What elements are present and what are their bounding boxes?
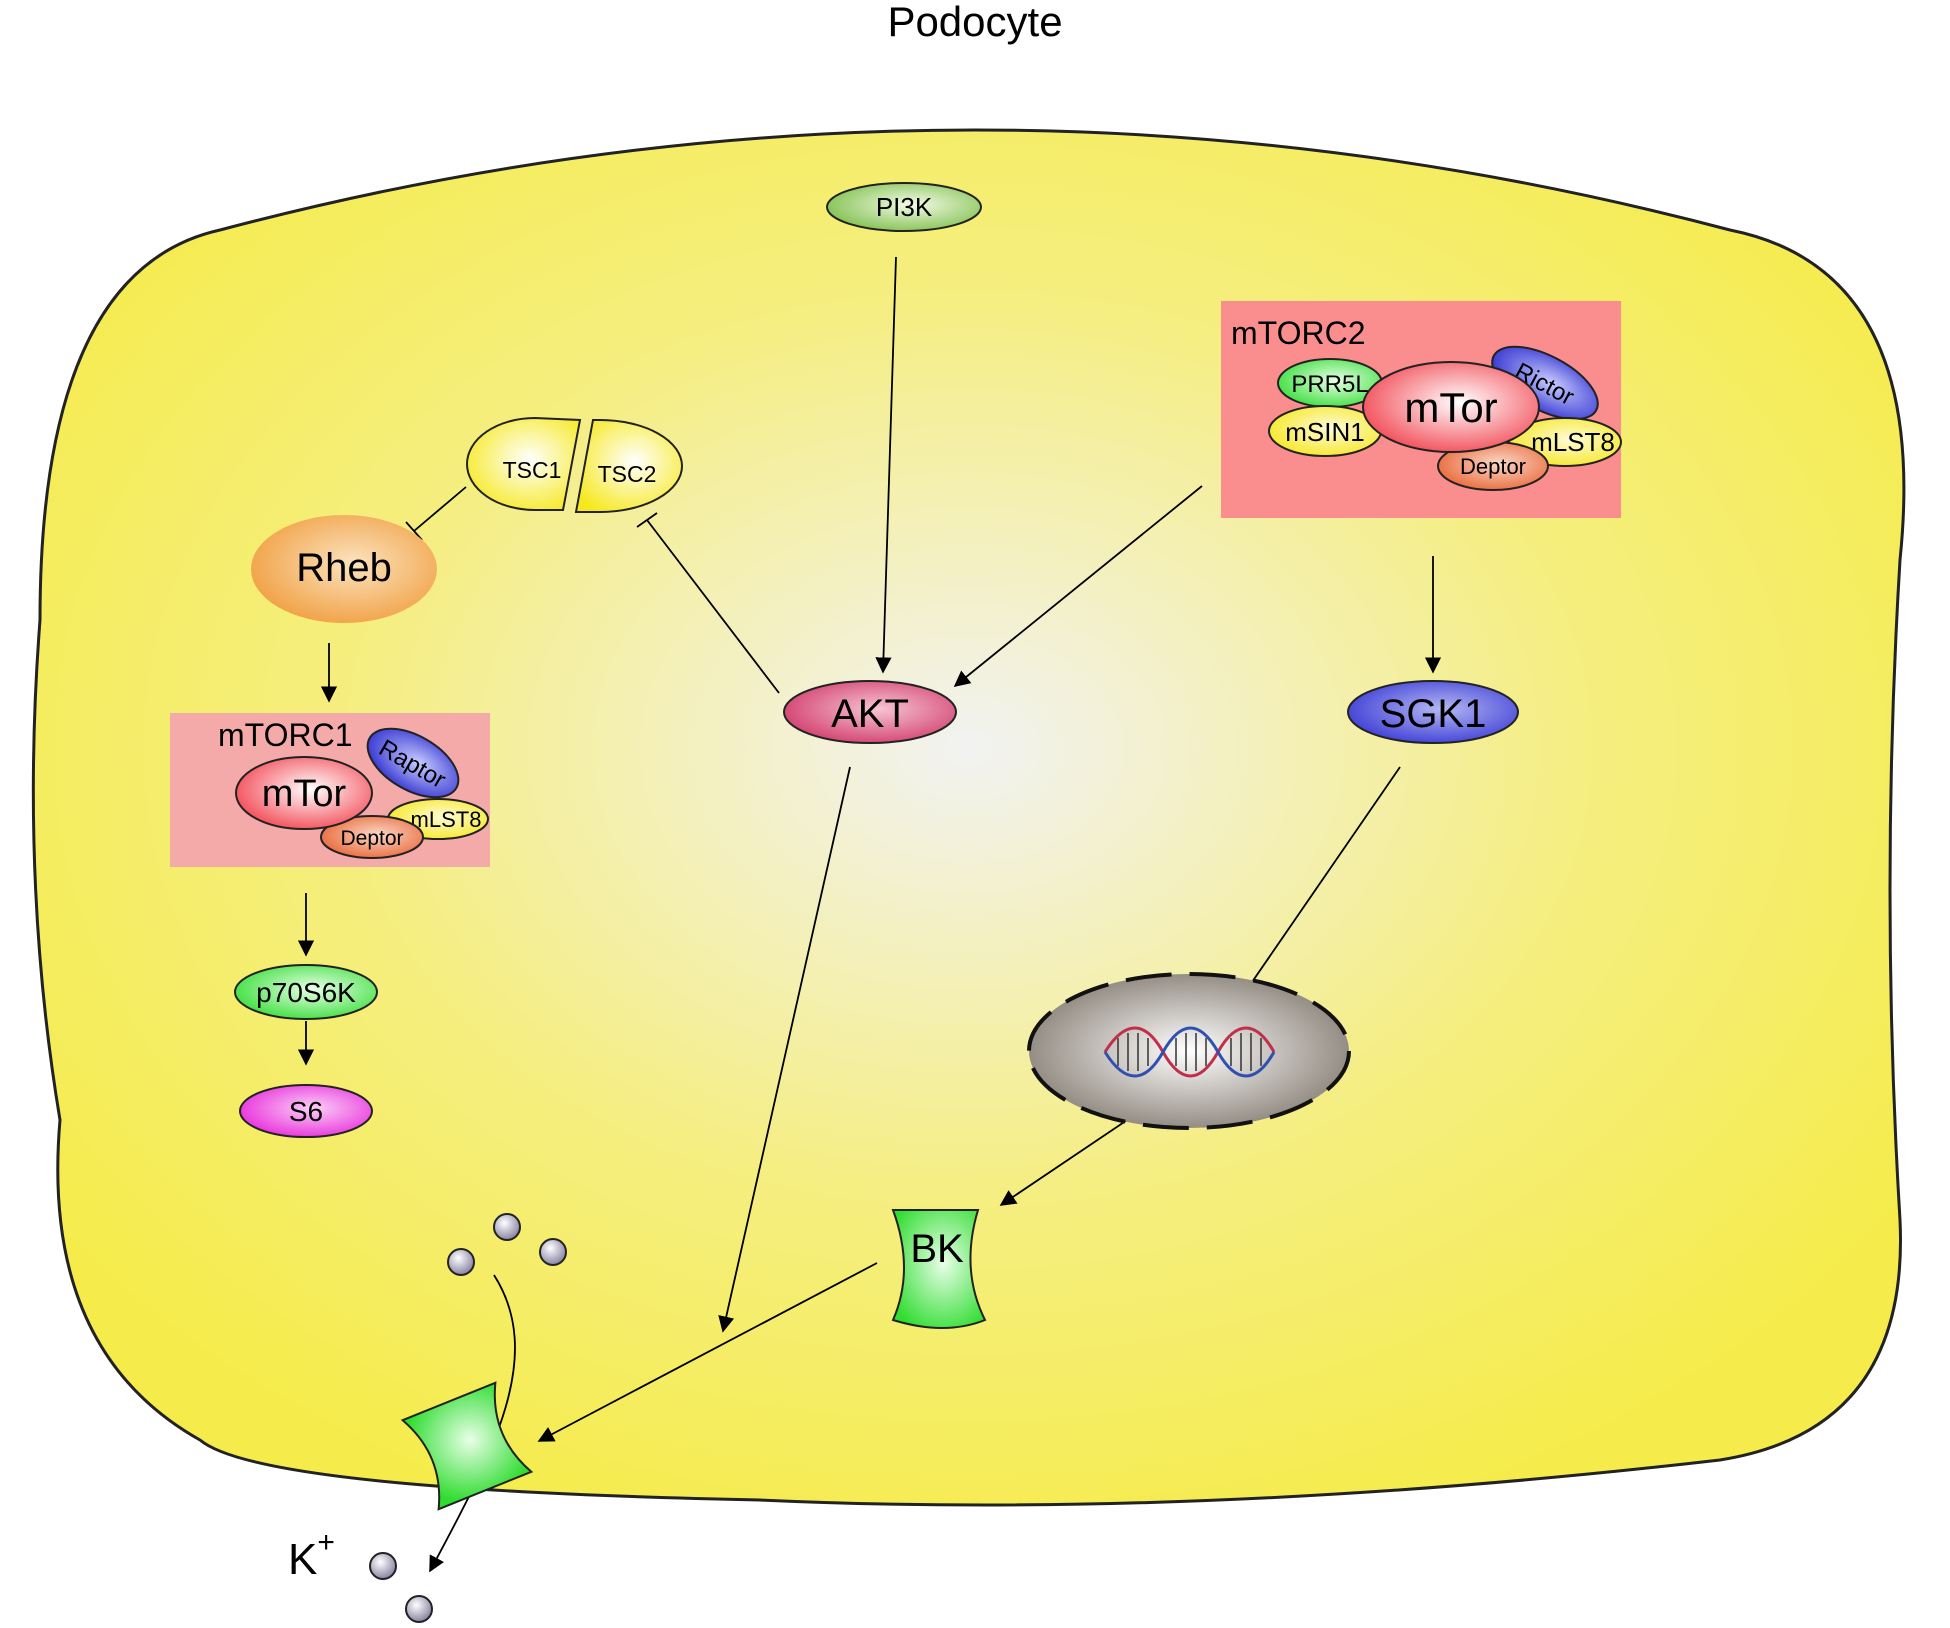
mtorc2-label: mTORC2 xyxy=(1231,315,1366,351)
arrow-nucleus-bk xyxy=(999,1107,1146,1206)
ion-inside-2 xyxy=(539,1238,567,1266)
s6-label: S6 xyxy=(289,1096,323,1127)
bk-channel: BK xyxy=(891,1209,987,1329)
ion-inside-3 xyxy=(447,1248,475,1276)
arrow-k-efflux xyxy=(429,1274,516,1573)
mtorc2-prr5l-label: PRR5L xyxy=(1291,371,1368,398)
mtorc1-raptor xyxy=(366,727,460,799)
potassium-ions xyxy=(369,1213,567,1623)
ion-inside-1 xyxy=(493,1213,521,1241)
tsc2-node xyxy=(574,419,683,513)
arrow-akt-channel xyxy=(718,766,851,1333)
mtorc1-mlst8-label: mLST8 xyxy=(411,807,482,832)
arrow-sgk1-nucleus xyxy=(1227,766,1401,1019)
akt-label: AKT xyxy=(831,692,909,736)
sgk1-label: SGK1 xyxy=(1380,692,1487,736)
tsc-complex: TSC1 TSC2 xyxy=(466,416,683,513)
sgk1-node: SGK1 xyxy=(1347,680,1519,744)
tsc1-node xyxy=(466,416,582,511)
connectors xyxy=(297,256,1442,1573)
mtorc2-msin1-label: mSIN1 xyxy=(1285,417,1364,447)
mtorc1-mtor xyxy=(235,756,373,830)
inhibit-akt-tsc2 xyxy=(646,519,780,694)
nucleus xyxy=(1027,972,1351,1130)
membrane-channel xyxy=(400,1381,534,1511)
mtorc2-mtor xyxy=(1362,361,1540,453)
diagram-title: Podocyte xyxy=(887,0,1062,45)
arrow-bk-channel xyxy=(537,1262,878,1442)
bk-label: BK xyxy=(910,1227,964,1271)
mtorc1-deptor-label: Deptor xyxy=(340,827,403,850)
rheb-label: Rheb xyxy=(296,546,392,590)
rheb-node: Rheb xyxy=(251,515,437,623)
mtorc2-complex: mTORC2 Rictor PRR5L mSIN1 mLST8 Deptor m… xyxy=(1221,301,1622,518)
ion-outside-2 xyxy=(405,1595,433,1623)
ion-outside-1 xyxy=(369,1552,397,1580)
mtorc2-mlst8-label: mLST8 xyxy=(1531,427,1615,457)
akt-node: AKT xyxy=(783,680,957,744)
arrow-pi3k-akt xyxy=(875,256,897,674)
mtorc1-complex: mTORC1 Raptor mLST8 Deptor mTor xyxy=(170,713,490,867)
mtorc1-mtor-label: mTor xyxy=(262,773,347,815)
mtorc1-label: mTORC1 xyxy=(218,717,353,753)
tsc1-label: TSC1 xyxy=(503,457,562,483)
s6-node: S6 xyxy=(239,1084,373,1138)
tsc2-label: TSC2 xyxy=(598,461,657,487)
dna-icon xyxy=(1103,1026,1276,1078)
mtorc2-deptor-label: Deptor xyxy=(1460,454,1526,479)
potassium-label: K+ xyxy=(288,1526,335,1584)
inhibit-tsc1-rheb xyxy=(413,486,467,532)
mtorc1-deptor xyxy=(320,815,424,859)
pi3k-node: PI3K xyxy=(826,182,982,232)
inhibit-akt-tsc2-bar xyxy=(636,512,658,528)
arrow-mtorc2-akt xyxy=(953,485,1203,688)
pi3k-label: PI3K xyxy=(876,192,933,222)
p70s6k-node: p70S6K xyxy=(234,964,378,1020)
p70s6k-label: p70S6K xyxy=(256,977,356,1008)
mtorc2-mtor-label: mTor xyxy=(1404,384,1497,431)
inhibit-tsc1-rheb-bar xyxy=(405,521,423,541)
